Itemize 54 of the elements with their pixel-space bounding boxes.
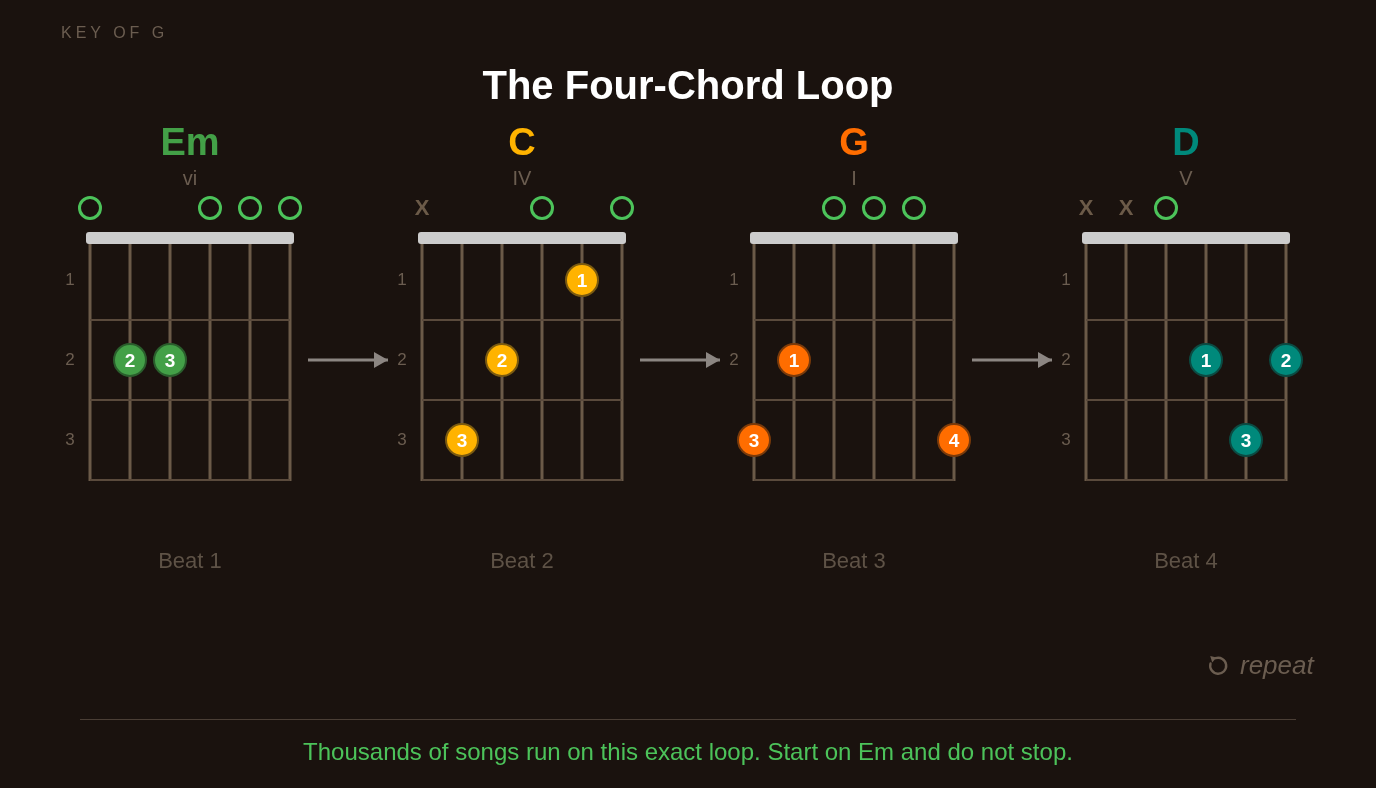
fret-number: 3 [397,430,407,450]
finger-dot: 2 [485,343,519,377]
fret-number: 3 [1061,430,1071,450]
muted-string-label: X [1078,195,1094,221]
ring-icon [821,195,847,221]
chord-name: D [1172,121,1200,165]
finger-dot: 1 [565,263,599,297]
chord-name: G [839,121,869,165]
repeat-label: repeat [1240,651,1314,681]
beat-label: Beat 2 [490,548,554,574]
fret-number: 1 [65,270,75,290]
roman-numeral: V [1179,166,1193,190]
arrow [308,352,388,368]
ring-icon [609,195,635,221]
ring-icon [237,195,263,221]
caption: Thousands of songs run on this exact loop. Start on Em and do not stop. [303,738,1073,766]
finger-dot: 3 [737,423,771,457]
fret-number: 1 [397,270,407,290]
key-label: KEY OF G [61,23,169,43]
fret-number: 1 [729,270,739,290]
ring-icon [861,195,887,221]
fret-number: 2 [1061,350,1071,370]
finger-dot: 3 [445,423,479,457]
ring-icon [1153,195,1179,221]
finger-dot: 2 [1269,343,1303,377]
roman-numeral: I [851,166,857,190]
muted-string-label: X [414,195,430,221]
fret-number: 1 [1061,270,1071,290]
ring-icon [77,195,103,221]
ring-icon [901,195,927,221]
beat-label: Beat 4 [1154,548,1218,574]
ring-icon [277,195,303,221]
arrow [640,352,720,368]
finger-dot: 4 [937,423,971,457]
beat-label: Beat 1 [158,548,222,574]
chord-name: C [508,121,536,165]
finger-dot: 3 [1229,423,1263,457]
ring-icon [529,195,555,221]
finger-dot: 1 [777,343,811,377]
finger-dot: 1 [1189,343,1223,377]
fret-number: 3 [65,430,75,450]
roman-numeral: IV [512,166,532,190]
fret-number: 2 [729,350,739,370]
finger-dot: 3 [153,343,187,377]
arrow [972,352,1052,368]
title: The Four-Chord Loop [482,62,894,108]
fret-number: 2 [397,350,407,370]
muted-string-label: X [1118,195,1134,221]
roman-numeral: vi [182,166,198,190]
chord-name: Em [160,121,220,165]
ring-icon [197,195,223,221]
finger-dot: 2 [113,343,147,377]
fret-number: 2 [65,350,75,370]
beat-label: Beat 3 [822,548,886,574]
